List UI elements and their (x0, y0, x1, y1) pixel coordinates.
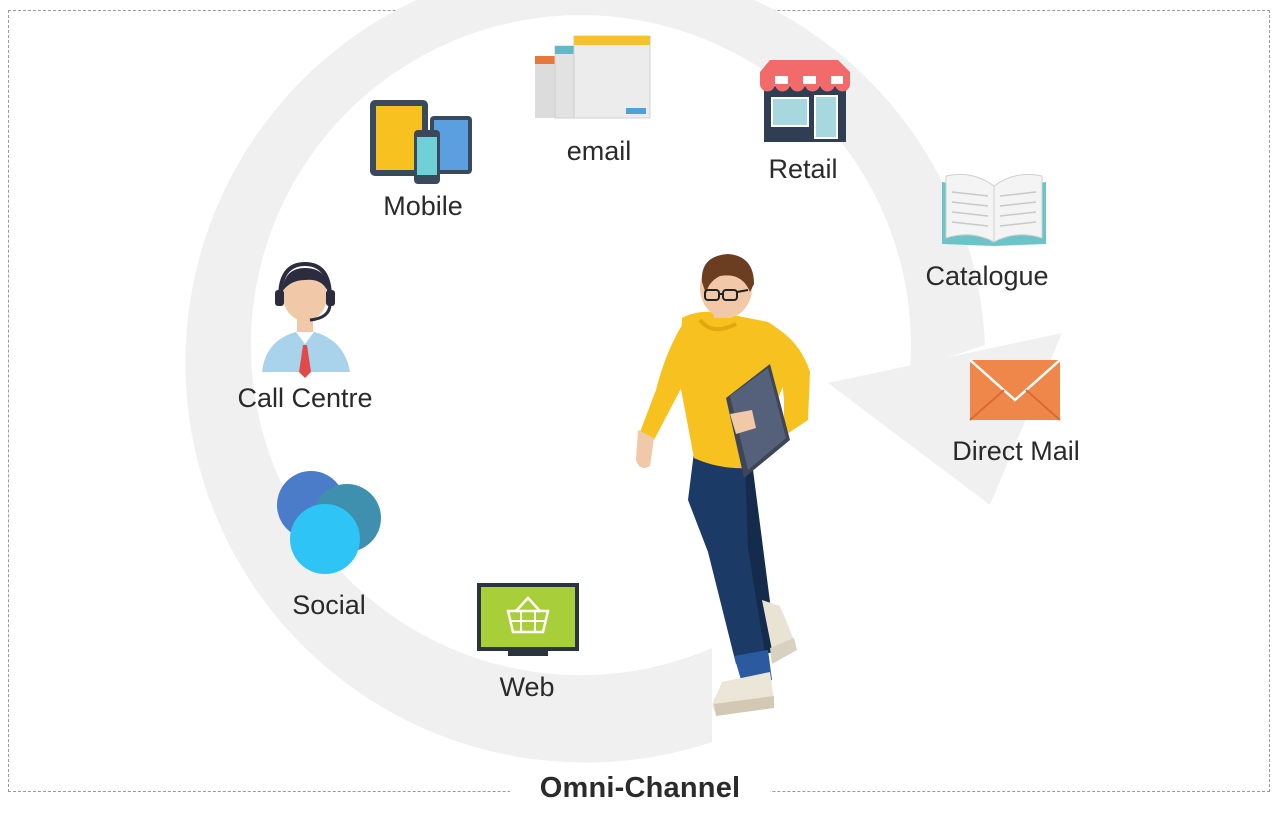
channel-label-web: Web (499, 672, 555, 702)
envelope-icon (969, 359, 1061, 421)
channel-label-social: Social (292, 590, 366, 620)
monitor-shopping-basket-icon (477, 583, 579, 656)
title-container: Omni-Channel (0, 772, 1280, 805)
tablet-phone-devices-icon (370, 100, 472, 184)
overlapping-circles-icon (277, 471, 381, 574)
channel-label-retail: Retail (768, 154, 838, 184)
channel-label-email: email (566, 136, 632, 166)
channel-label-direct-mail: Direct Mail (952, 436, 1080, 466)
headset-agent-icon (262, 261, 350, 378)
diagram-title: Omni-Channel (509, 772, 771, 805)
channel-label-mobile: Mobile (383, 191, 463, 221)
storefront-icon (760, 60, 850, 142)
walking-customer-figure (636, 254, 810, 716)
open-book-icon (942, 173, 1046, 246)
channel-label-catalogue: Catalogue (925, 261, 1049, 291)
email-client-windows-icon (535, 35, 651, 119)
channel-label-call-centre: Call Centre (237, 383, 373, 413)
